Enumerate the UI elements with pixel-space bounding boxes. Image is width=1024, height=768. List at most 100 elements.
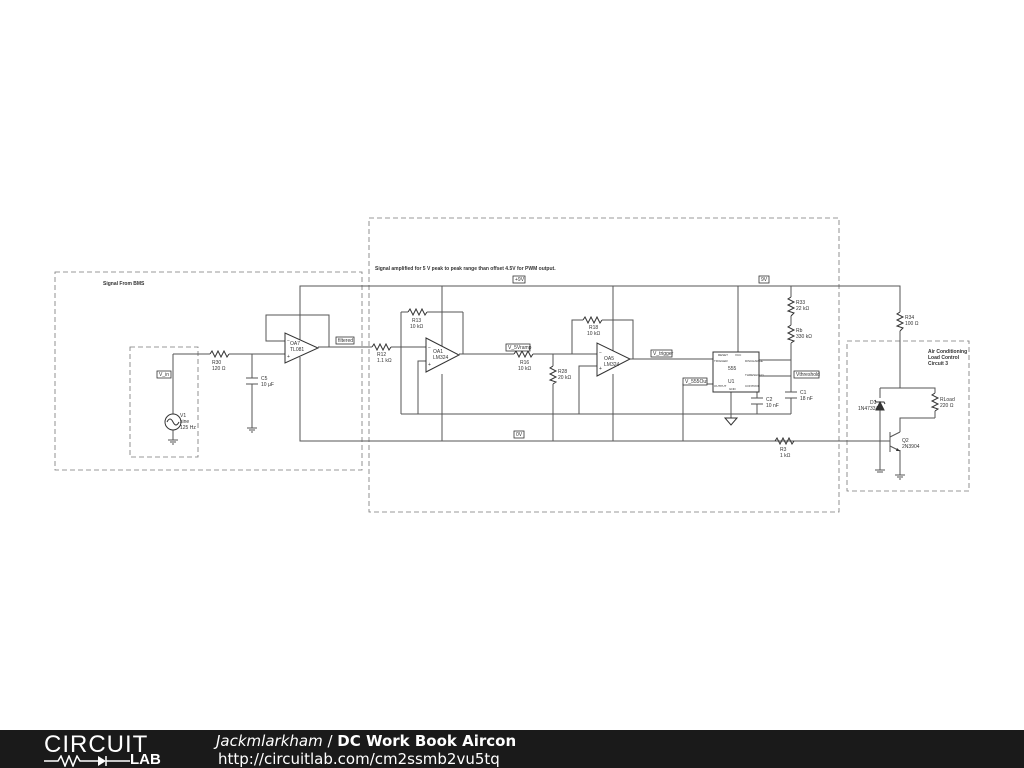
svg-text:2N3904: 2N3904 [902, 444, 920, 450]
net-tag-9v: 9V [758, 275, 770, 284]
svg-text:TL081: TL081 [290, 347, 304, 353]
svg-text:LM324: LM324 [604, 362, 620, 368]
svg-text:C1: C1 [800, 390, 807, 396]
svg-text:R12: R12 [377, 352, 386, 358]
svg-text:125 Hz: 125 Hz [180, 425, 196, 431]
resistor-r3: R3 1 kΩ [774, 436, 795, 459]
logo-text-lab: LAB [130, 751, 161, 768]
sine-source-v1: V1 sine 125 Hz [164, 413, 196, 431]
net-tag-plus9v: +9V [512, 275, 526, 284]
ground-icon [723, 417, 739, 426]
svg-text:R33: R33 [796, 300, 805, 306]
svg-text:R34: R34 [905, 315, 914, 321]
svg-text:V1: V1 [180, 413, 186, 419]
svg-text:U1: U1 [728, 379, 735, 385]
svg-text:V_555Out: V_555Out [685, 379, 708, 385]
net-tag-v-5ramp: V_5Vramp [505, 343, 532, 352]
author-link[interactable]: Jackmlarkham [216, 732, 323, 750]
footer-bar: CIRCUIT LAB Jackmlarkham / DC Work Book … [0, 730, 1024, 768]
wires [172, 285, 936, 475]
svg-text:1N4733A: 1N4733A [858, 406, 880, 412]
svg-text:120 Ω: 120 Ω [212, 366, 226, 372]
circuitlab-logo[interactable]: CIRCUIT LAB [44, 733, 174, 767]
svg-text:GND: GND [729, 387, 737, 391]
timer-ic-u1: RESET VCC TRIGGER DISCHARGE THRESHOLD OU… [712, 351, 764, 393]
project-title[interactable]: DC Work Book Aircon [337, 732, 517, 750]
note-aircon-3: Circuit 3 [928, 361, 948, 367]
schematic-canvas: Signal From BMS Signal amplified for 5 V… [54, 217, 970, 513]
svg-text:+: + [599, 366, 602, 372]
resistor-r18: R18 10 kΩ [582, 315, 603, 337]
svg-text:10 nF: 10 nF [766, 403, 779, 409]
svg-text:R30: R30 [212, 360, 221, 366]
svg-text:R13: R13 [412, 318, 421, 324]
ground-icon [895, 474, 905, 480]
svg-text:1.1 kΩ: 1.1 kΩ [377, 358, 392, 364]
capacitor-c1: C1 18 nF [785, 390, 813, 402]
note-aircon-2: Load Control [928, 355, 960, 361]
svg-text:−: − [287, 338, 290, 344]
svg-text:18 nF: 18 nF [800, 396, 813, 402]
svg-text:20 kΩ: 20 kΩ [558, 375, 571, 381]
svg-text:220 Ω: 220 Ω [940, 403, 954, 409]
opamp-oa7: − + OA7 TL081 [284, 332, 320, 364]
note-amplifier: Signal amplified for 5 V peak to peak ra… [375, 266, 556, 272]
svg-text:Q2: Q2 [902, 438, 909, 444]
zener-diode-d1: D1 1N4733A [858, 399, 886, 412]
resistor-diode-icon [44, 755, 130, 767]
svg-text:−: − [599, 350, 602, 356]
svg-text:sine: sine [180, 419, 189, 425]
svg-text:V_5Vramp: V_5Vramp [508, 345, 532, 351]
svg-text:10 kΩ: 10 kΩ [410, 324, 423, 330]
svg-text:22 kΩ: 22 kΩ [796, 306, 809, 312]
svg-text:100 Ω: 100 Ω [905, 321, 919, 327]
svg-text:D1: D1 [870, 400, 877, 406]
svg-text:0V: 0V [516, 432, 523, 438]
svg-text:CONTROL: CONTROL [745, 384, 760, 388]
net-tag-threshold: Vthreshold [793, 370, 820, 379]
svg-text:330 kΩ: 330 kΩ [796, 334, 812, 340]
svg-text:TRIGGER: TRIGGER [714, 359, 729, 363]
svg-text:OA7: OA7 [290, 341, 300, 347]
svg-text:OA5: OA5 [604, 356, 614, 362]
transistor-q2: Q2 2N3904 [889, 431, 920, 452]
opamp-oa5: − + OA5 LM324 [596, 342, 632, 377]
net-tag-0v: 0V [513, 430, 525, 439]
resistor-r16: R16 10 kΩ [513, 349, 534, 372]
resistor-r33: R33 22 kΩ [786, 296, 809, 317]
svg-text:1 kΩ: 1 kΩ [780, 453, 791, 459]
net-tag-filtered: filtered [335, 336, 355, 345]
resistor-r12: R12 1.1 kΩ [371, 342, 392, 364]
net-tag-v-in: V_in [156, 370, 172, 379]
bms-group-box [54, 271, 363, 471]
resistor-r30: R30 120 Ω [209, 349, 230, 372]
net-tag-v-trigger: V_trigger [650, 349, 674, 358]
svg-text:OA1: OA1 [433, 349, 443, 355]
svg-text:THRESHOLD: THRESHOLD [745, 373, 764, 377]
svg-text:555: 555 [728, 366, 737, 372]
svg-text:+: + [287, 354, 290, 360]
svg-text:10 kΩ: 10 kΩ [518, 366, 531, 372]
svg-text:+: + [428, 362, 431, 368]
note-aircon-1: Air Conditioning [928, 349, 967, 355]
svg-text:10 µF: 10 µF [261, 382, 274, 388]
svg-text:filtered: filtered [338, 338, 353, 344]
note-signal-from-bms: Signal From BMS [103, 281, 145, 287]
svg-text:+9V: +9V [515, 277, 525, 283]
resistor-rb: Rb 330 kΩ [786, 324, 812, 344]
svg-text:V_trigger: V_trigger [653, 351, 674, 357]
svg-text:OUTPUT: OUTPUT [714, 384, 727, 388]
svg-text:9V: 9V [761, 277, 768, 283]
svg-text:−: − [428, 345, 431, 351]
load-control-group-box [846, 340, 970, 492]
svg-text:R28: R28 [558, 369, 567, 375]
resistor-r13: R13 10 kΩ [407, 307, 428, 330]
logo-text-circuit: CIRCUIT [44, 731, 149, 758]
svg-text:V_in: V_in [159, 372, 169, 378]
capacitor-c5: C5 10 µF [246, 376, 274, 388]
circuit-title-line: Jackmlarkham / DC Work Book Aircon [216, 732, 516, 750]
resistor-rload: RLoad 220 Ω [930, 392, 955, 412]
opamp-oa1: − + OA1 LM324 [425, 337, 461, 373]
svg-text:R16: R16 [520, 360, 529, 366]
circuit-url-link[interactable]: http://circuitlab.com/cm2ssmb2vu5tq [218, 750, 500, 768]
